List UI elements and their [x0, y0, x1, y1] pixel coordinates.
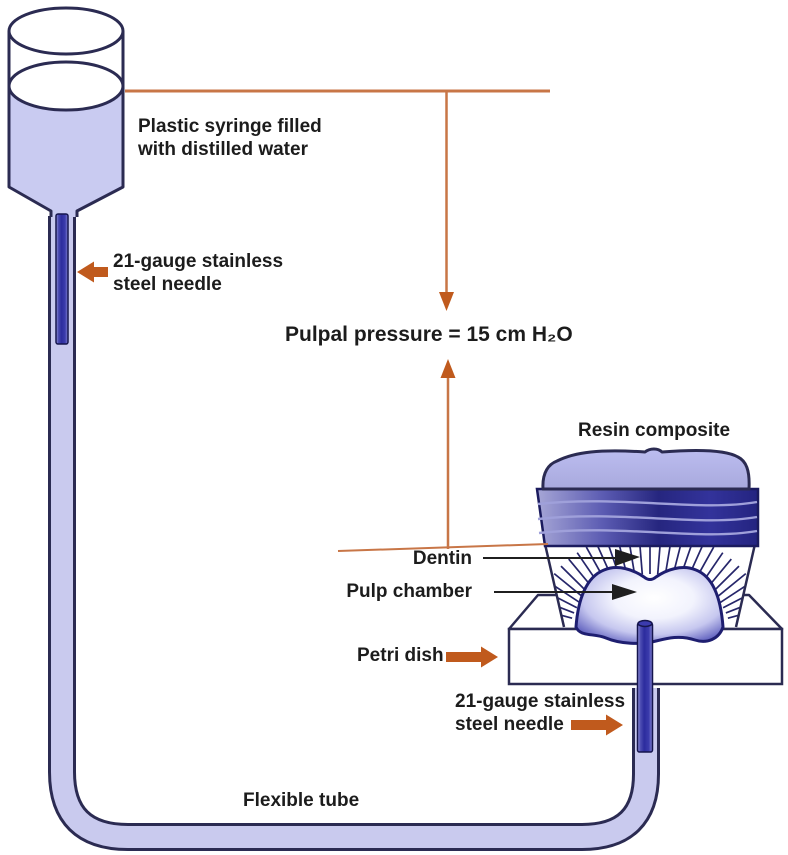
syringe-needle	[55, 213, 69, 345]
tooth-crown	[541, 447, 751, 491]
composite-layer-lines	[537, 500, 758, 536]
needle-bottom-arrow	[571, 714, 623, 736]
syringe	[7, 6, 125, 345]
needle-top-label: 21-gauge stainless steel needle	[113, 251, 284, 296]
tooth-specimen	[535, 447, 760, 645]
petri-dish-arrow	[446, 646, 498, 668]
tooth-level-reference-line	[337, 543, 549, 552]
resin-composite-label: Resin composite	[578, 420, 731, 441]
pressure-up-arrow	[440, 359, 456, 549]
petri-dish-label: Petri dish	[357, 645, 444, 666]
pulpal-pressure-label: Pulpal pressure = 15 cm H₂O	[285, 323, 573, 346]
needle-top-arrow	[77, 261, 108, 283]
tooth-needle	[636, 619, 654, 753]
dentin-pointer	[483, 549, 640, 566]
syringe-water-surface	[7, 60, 125, 112]
dentin-label: Dentin	[412, 548, 472, 569]
syringe-label: Plastic syringe filled with distilled wa…	[138, 116, 322, 161]
syringe-barrel-outline	[7, 31, 125, 217]
pulp-chamber-label: Pulp chamber	[346, 581, 472, 602]
syringe-top-rim	[7, 6, 125, 56]
flexible-tube	[48, 216, 660, 851]
pulp-chamber-pointer	[494, 584, 637, 600]
needle-bottom-label: 21-gauge stainless steel needle	[455, 691, 626, 736]
pressure-down-arrow	[439, 92, 454, 311]
flexible-tube-label: Flexible tube	[243, 790, 360, 811]
syringe-water-fill	[9, 86, 123, 217]
